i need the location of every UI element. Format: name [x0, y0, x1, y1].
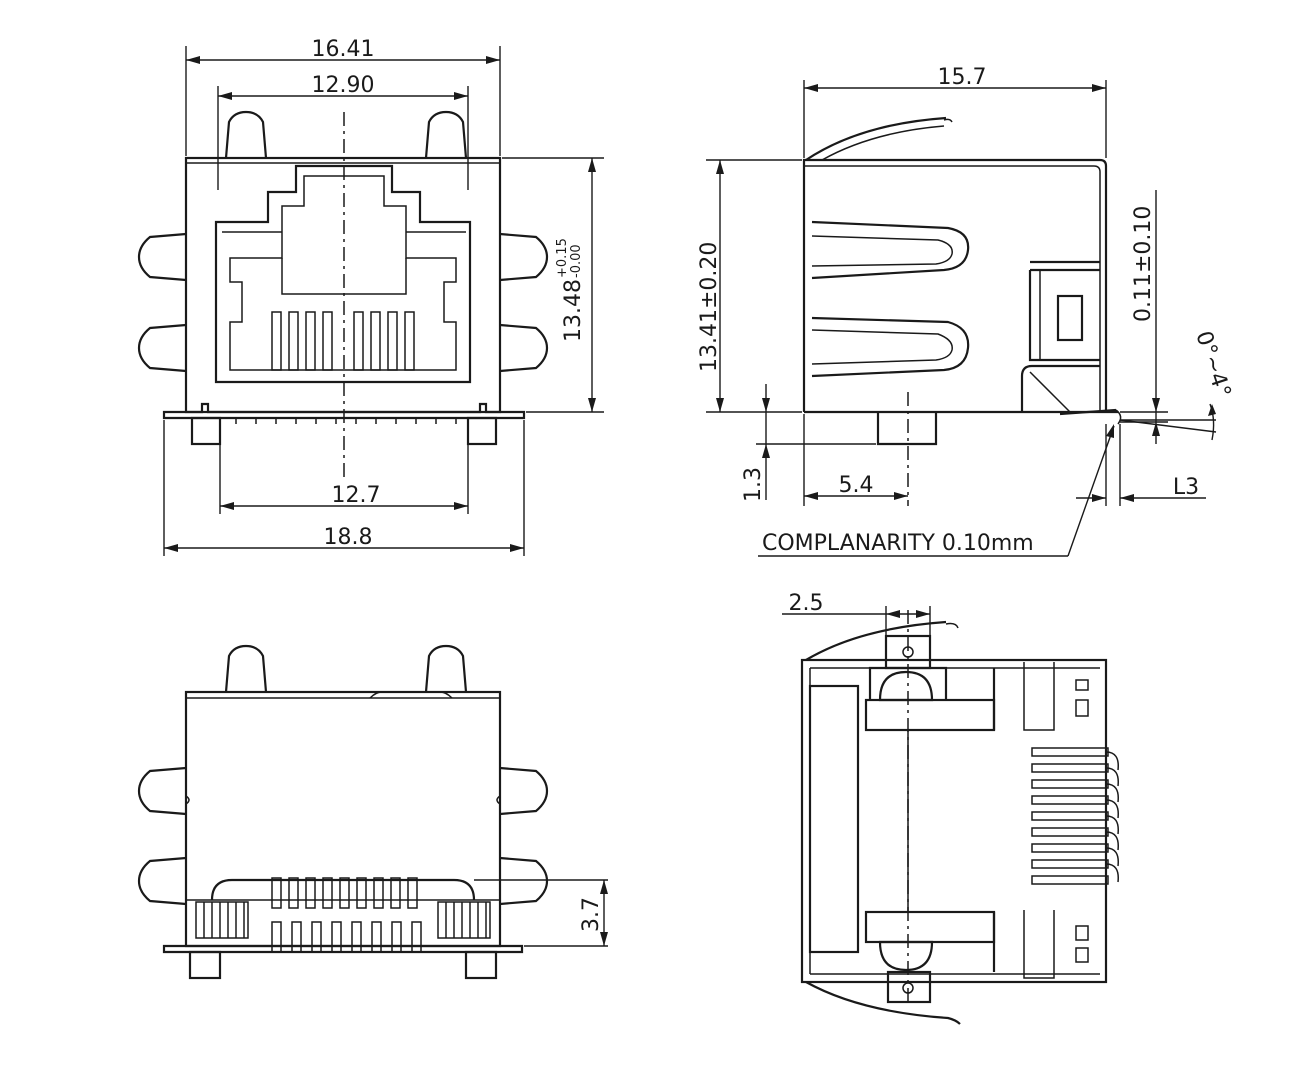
dim-side-length: 15.7: [938, 65, 987, 90]
front-jack-outer: [214, 164, 472, 384]
front-side-peg-ur: [499, 232, 549, 282]
top-view: 2.5: [782, 591, 1119, 1025]
front-contacts: [271, 311, 415, 371]
bottom-view: 3.7: [137, 644, 608, 980]
top-peg-upper: [878, 670, 934, 702]
bottom-pins-lower: [271, 921, 422, 953]
dim-angle: 0°~4°: [1119, 328, 1235, 441]
dim-front-footprint: 18.8: [324, 525, 373, 550]
side-body: [802, 158, 1108, 412]
side-view: 15.7 13.41±0.20 1.3 5.4: [697, 65, 1235, 557]
bottom-tab-right: [437, 901, 491, 939]
side-window: [1056, 294, 1084, 342]
coplanarity-note: COMPLANARITY 0.10mm: [758, 424, 1115, 557]
side-spring-lower: [811, 316, 970, 378]
dim-front-height: 13.48: [561, 279, 586, 342]
top-clip-upper: [805, 620, 947, 661]
dim-0-11: 0.11±0.10: [1120, 190, 1168, 444]
side-post: [876, 412, 938, 446]
dim-18-8: 18.8: [163, 420, 525, 556]
dim-13-41: 13.41±0.20: [697, 159, 802, 413]
dim-13-48: 13.48 +0.15 -0.00: [502, 157, 604, 413]
bottom-pins-upper: [271, 877, 418, 909]
side-spring-upper: [811, 220, 970, 280]
top-front-face: [808, 684, 860, 954]
dim-top-peg-offset: 2.5: [789, 591, 824, 616]
dim-side-post-offset: 5.4: [839, 473, 874, 498]
side-right-block: [1028, 260, 1100, 362]
top-body: [800, 658, 1108, 984]
front-top-peg-right: [424, 110, 468, 159]
front-view: 16.41 12.90 13.48 +0.15 -0.00: [137, 37, 604, 556]
dim-3-7: 3.7: [474, 879, 608, 947]
dim-side-lead-offset: 0.11±0.10: [1131, 206, 1156, 322]
dim-l3: L3: [1076, 424, 1206, 506]
dim-5-4: 5.4: [803, 392, 909, 506]
dim-12-7: 12.7: [219, 444, 469, 514]
top-pins: [1031, 747, 1119, 885]
dim-front-width-outer: 16.41: [312, 37, 375, 62]
bottom-top-peg-left: [224, 644, 268, 693]
dim-15-7: 15.7: [803, 65, 1107, 158]
front-flange: [162, 402, 526, 420]
bottom-tab-left: [195, 901, 249, 939]
bottom-top-peg-right: [424, 644, 468, 693]
dim-2-5: 2.5: [782, 591, 931, 636]
front-side-peg-ll: [137, 323, 187, 373]
side-clip-curve: [805, 116, 947, 161]
dim-front-height-tol-minus: -0.00: [569, 244, 584, 278]
dim-side-lead-angle: 0°~4°: [1190, 328, 1235, 401]
front-side-peg-lr: [499, 323, 549, 373]
dim-front-height-tol-plus: +0.15: [555, 238, 570, 278]
dim-bottom-pin-height: 3.7: [579, 897, 604, 932]
dim-12-90: 12.90: [217, 73, 469, 190]
dim-side-lead-length: L3: [1173, 475, 1199, 500]
front-body: [184, 156, 502, 414]
dim-side-height: 13.41±0.20: [697, 242, 722, 372]
coplanarity-label: COMPLANARITY 0.10mm: [762, 531, 1034, 556]
front-side-peg-ul: [137, 232, 187, 282]
front-top-peg-left: [224, 110, 268, 159]
dim-side-standoff: 1.3: [741, 467, 766, 502]
dim-front-pitch: 12.7: [332, 483, 381, 508]
dim-front-width-inner: 12.90: [312, 73, 375, 98]
top-peg-lower: [878, 940, 934, 972]
dim-1-3: 1.3: [741, 384, 876, 502]
dim-16-41: 16.41: [185, 37, 501, 156]
